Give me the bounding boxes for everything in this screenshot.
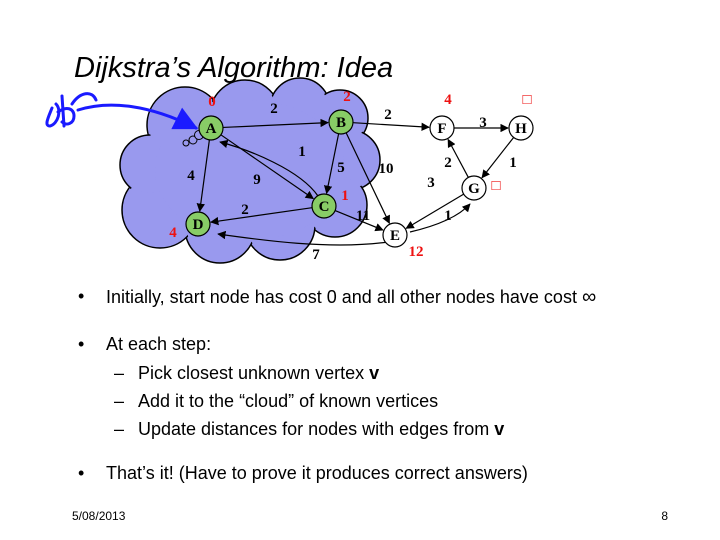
node-label-c: C (319, 199, 330, 215)
edge-weight-f-h: 3 (479, 115, 487, 131)
edge-c-e (334, 209, 384, 232)
edge-h-g (481, 137, 515, 179)
bullet-text: At each step: (106, 334, 212, 354)
edge-g-e (405, 193, 464, 229)
edge-weight-g-e: 3 (427, 175, 435, 191)
edge-weight-g-f: 2 (444, 155, 452, 171)
sub-bullet-marker: – (114, 419, 125, 439)
edge-a-c (220, 134, 314, 200)
footer-date: 5/08/2013 (72, 509, 126, 523)
node-cost-e: 12 (409, 244, 424, 260)
graph-nodes: A B C D E F G H (185, 109, 534, 248)
node-c (311, 193, 337, 219)
node-label-d: D (193, 217, 204, 233)
handwritten-annotation (45, 92, 199, 130)
node-cost-g: □ (491, 178, 500, 194)
edge-c-d (210, 207, 313, 226)
node-label-f: F (437, 121, 446, 137)
edge-a-d (196, 139, 210, 212)
edge-c-a (219, 139, 319, 197)
graph-edges (196, 118, 515, 246)
edge-weight-b-e: 10 (379, 161, 394, 177)
sub-bullet-text: Pick closest unknown vertex (138, 363, 365, 383)
bullet-text: That’s it! (Have to prove it produces co… (106, 463, 528, 483)
node-cost-a: 0 (208, 94, 216, 110)
edge-weight-c-d: 2 (241, 202, 249, 218)
sub-bullet-marker: – (114, 363, 125, 383)
sub-bullet-text: Update distances for nodes with edges fr… (138, 419, 490, 439)
footer-page-number: 8 (661, 509, 668, 523)
node-label-h: H (515, 121, 527, 137)
edge-weight-c-e: 11 (356, 208, 370, 224)
node-label-g: G (468, 181, 480, 197)
node-label-a: A (206, 121, 217, 137)
node-b (328, 109, 354, 135)
node-g (461, 175, 487, 201)
node-cost-c: 1 (341, 188, 349, 204)
edge-e-g (409, 203, 471, 233)
sub-bullet-text: Add it to the “cloud” of known vertices (138, 391, 439, 411)
edge-a-b (222, 118, 329, 129)
node-h (508, 115, 534, 141)
edge-b-c (323, 133, 340, 195)
edge-b-f (352, 122, 430, 131)
edge-weight-b-f: 2 (384, 107, 392, 123)
edge-weight-h-g: 1 (509, 155, 517, 171)
bullet-marker: • (78, 286, 85, 306)
node-cost-h: □ (522, 92, 531, 108)
node-e (382, 222, 408, 248)
bullet-marker: • (78, 463, 85, 483)
edge-g-f (447, 138, 469, 178)
bullet-marker: • (78, 334, 85, 354)
node-cost-d: 4 (169, 225, 177, 241)
edge-weight-b-c: 5 (337, 160, 345, 176)
edge-weight-e-g: 1 (444, 208, 452, 224)
bullet-text: Initially, start node has cost 0 and all… (106, 287, 577, 307)
node-cost-b: 2 (343, 89, 351, 105)
vertex-v: v (494, 419, 505, 439)
node-d (185, 211, 211, 237)
vertex-v: v (369, 363, 380, 383)
node-label-b: B (336, 115, 346, 131)
edge-weight-a-c: 1 (298, 144, 306, 160)
edge-e-d (217, 230, 389, 246)
node-cost-f: 4 (444, 92, 452, 108)
node-a (198, 115, 224, 141)
edge-weight-c-a: 9 (253, 172, 261, 188)
edge-b-e (345, 132, 390, 225)
edge-weight-e-d: 7 (312, 247, 320, 263)
slide-title: Dijkstra’s Algorithm: Idea (74, 52, 394, 84)
infinity-symbol: ∞ (581, 286, 597, 308)
node-label-e: E (390, 228, 400, 244)
edge-weight-a-b: 2 (270, 101, 278, 117)
node-f (429, 115, 455, 141)
edge-weight-a-d: 4 (187, 168, 195, 184)
sub-bullet-marker: – (114, 391, 125, 411)
